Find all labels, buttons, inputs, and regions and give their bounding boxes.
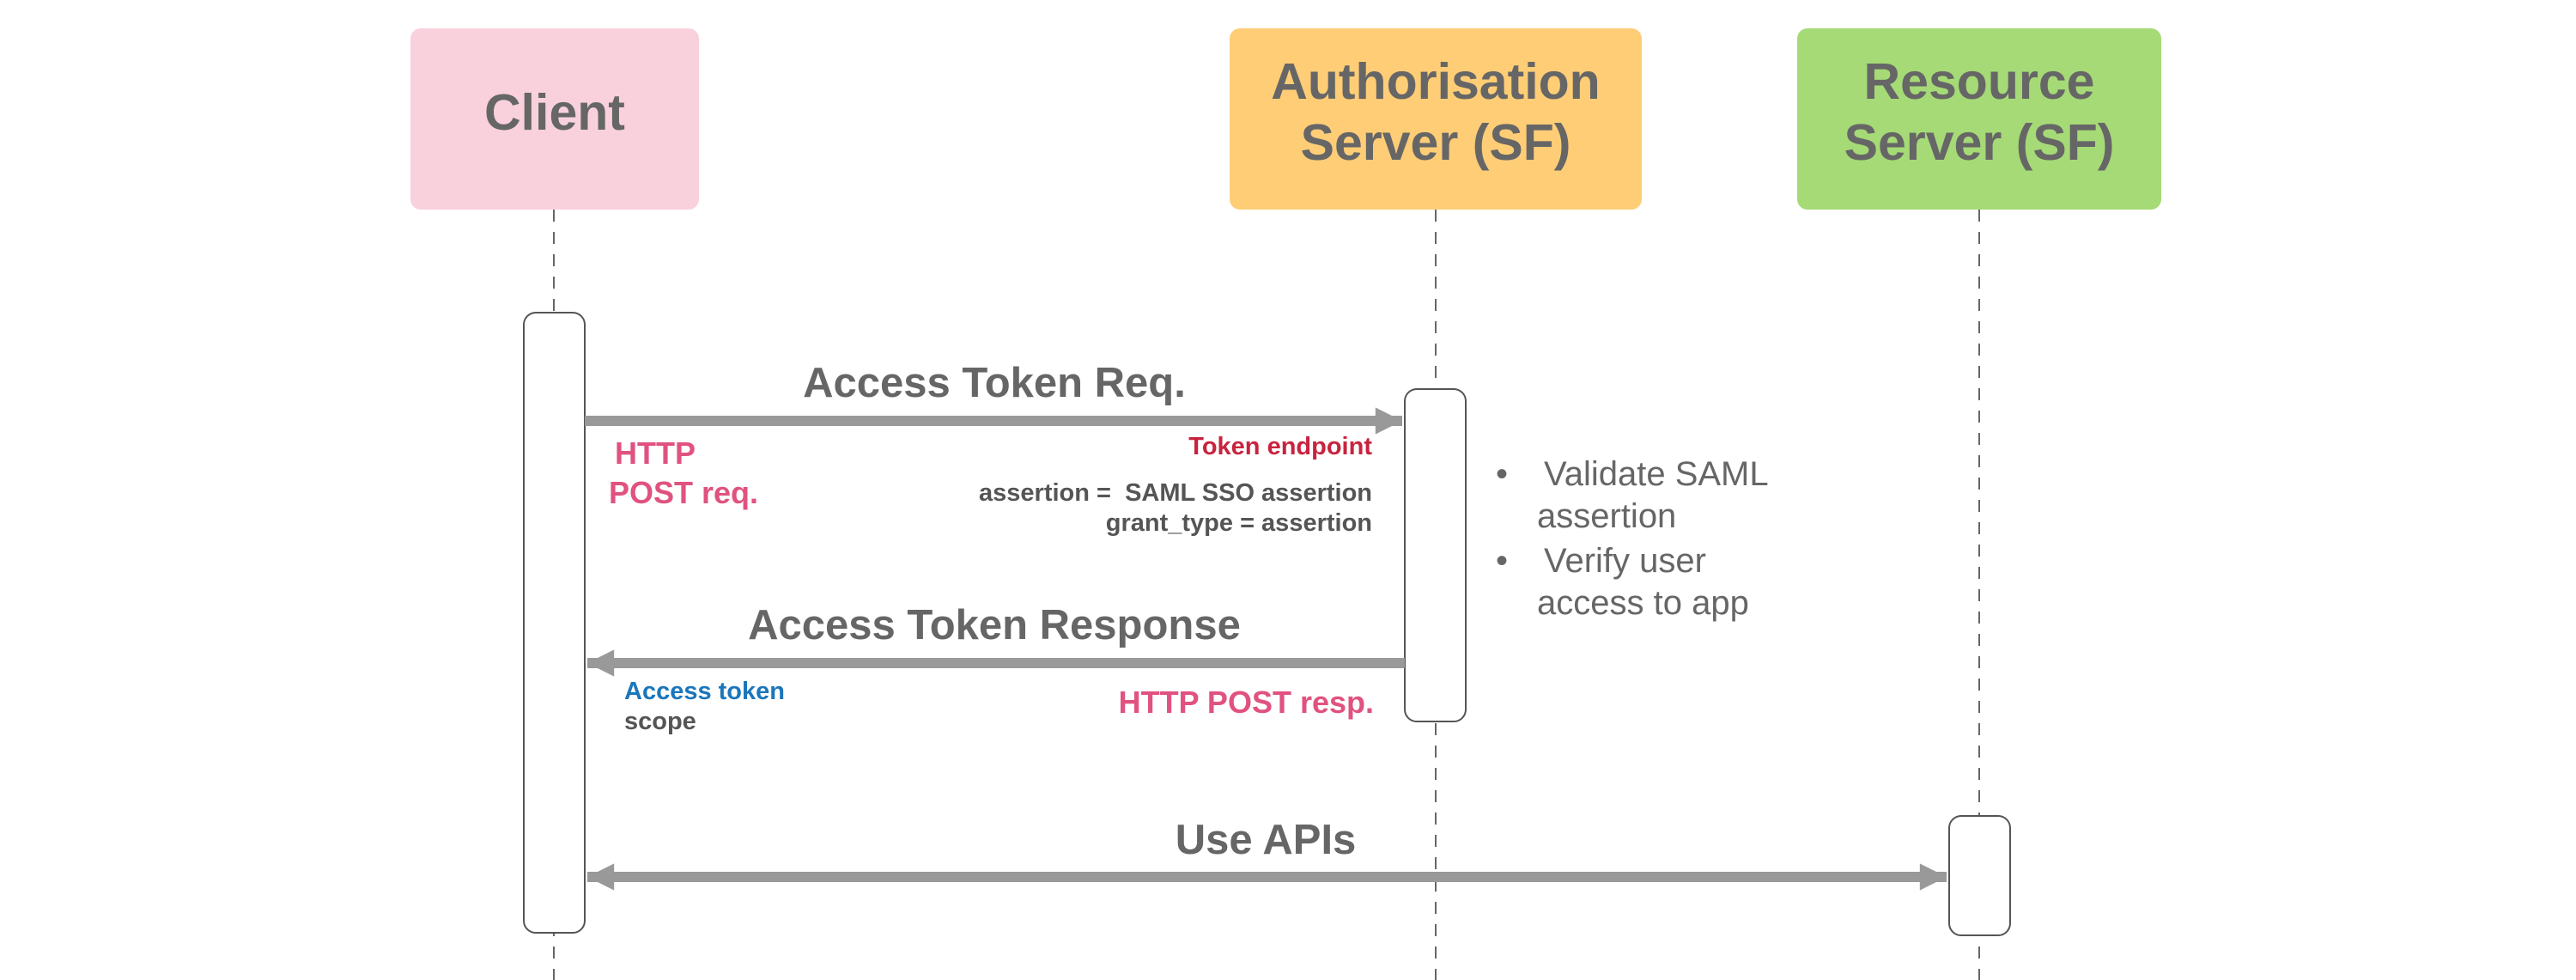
request-http-line2: POST req.	[609, 475, 758, 510]
actor-resource-server-label-line2: Server (SF)	[1844, 114, 2115, 171]
actor-resource-server-box	[1797, 28, 2161, 210]
request-param-grant-type: grant_type = assertion	[1106, 509, 1372, 537]
actor-resource-server: Resource Server (SF)	[1797, 28, 2161, 210]
auth-server-note: • Validate SAML assertion • Verify user …	[1496, 455, 1769, 622]
bullet-2-icon: •	[1496, 542, 1508, 580]
response-http: HTTP POST resp.	[1119, 685, 1374, 720]
bullet-1-line2: assertion	[1537, 497, 1676, 535]
request-http-line1: HTTP	[615, 435, 696, 471]
bullet-1-line1: Validate SAML	[1544, 455, 1769, 493]
actor-auth-server-box	[1230, 28, 1642, 210]
response-scope: scope	[624, 708, 696, 735]
request-param-assertion: assertion = SAML SSO assertion	[979, 479, 1372, 507]
bullet-2-line2: access to app	[1537, 584, 1749, 622]
actor-auth-server-label-line2: Server (SF)	[1301, 114, 1571, 171]
bullet-1-icon: •	[1496, 455, 1508, 493]
client-activation-bar	[523, 312, 586, 934]
actor-auth-server-label-line1: Authorisation	[1271, 53, 1600, 110]
auth-activation-bar	[1404, 388, 1467, 722]
request-label: Access Token Req.	[803, 360, 1186, 406]
resource-activation-bar	[1948, 815, 2011, 936]
response-label: Access Token Response	[748, 602, 1241, 648]
actor-client-box	[410, 28, 699, 210]
actor-auth-server: Authorisation Server (SF)	[1230, 28, 1642, 210]
response-access-token: Access token	[624, 678, 785, 705]
use-apis-label: Use APIs	[1176, 817, 1357, 863]
actor-resource-server-label-line1: Resource	[1864, 53, 2095, 110]
token-endpoint-label: Token endpoint	[1188, 433, 1372, 460]
actor-client: Client	[410, 28, 699, 210]
bullet-2-line1: Verify user	[1544, 542, 1706, 580]
actor-client-label: Client	[484, 84, 625, 141]
